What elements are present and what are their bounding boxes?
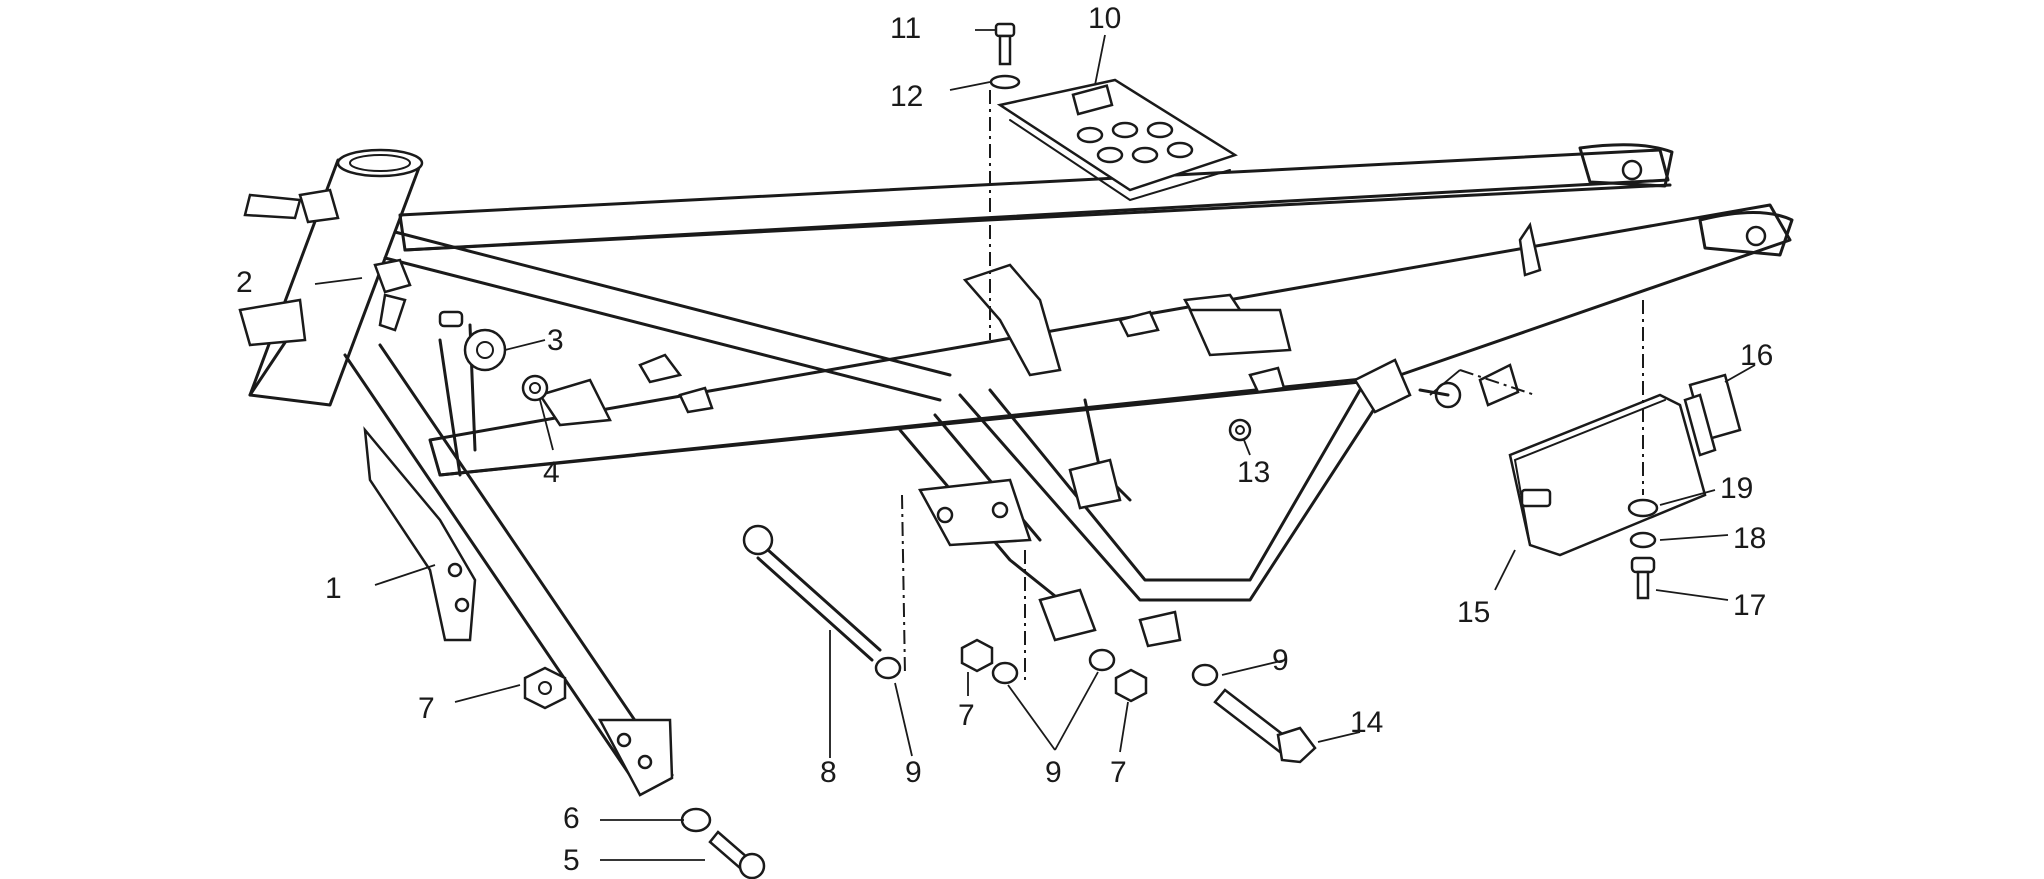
washer-9-b: [991, 661, 1019, 685]
callout-16: 16: [1740, 339, 1773, 372]
washer-9-c: [1088, 648, 1116, 672]
main-frame: [238, 143, 1794, 797]
callout-labels: 1 2 3 4 5 6 7 7 7 8 9 9 9 10 11 12 13 14…: [236, 2, 1773, 877]
nut-13: [1228, 418, 1252, 442]
callout-15: 15: [1457, 596, 1490, 629]
screw-11: [994, 22, 1016, 66]
tool-box-15: [1508, 393, 1707, 557]
callout-19: 19: [1720, 472, 1753, 505]
callout-7-center-right: 7: [1110, 756, 1127, 789]
callout-6: 6: [563, 802, 580, 835]
leader-lines: [314, 29, 1756, 861]
callout-5: 5: [563, 844, 580, 877]
callout-14: 14: [1350, 706, 1383, 739]
assembly-axes: [901, 90, 1644, 685]
callout-18: 18: [1733, 522, 1766, 555]
washer-19: [1627, 498, 1659, 518]
washer-9-a: [874, 656, 902, 680]
callout-9-left: 9: [905, 756, 922, 789]
washer-18: [1629, 531, 1657, 549]
callout-10: 10: [1088, 2, 1121, 35]
callout-7-center-left: 7: [958, 699, 975, 732]
callout-2: 2: [236, 266, 253, 299]
callout-9-center: 9: [1045, 756, 1062, 789]
callout-4: 4: [543, 456, 560, 489]
callout-3: 3: [547, 324, 564, 357]
end-cap-16: [1683, 373, 1742, 457]
callout-7-left: 7: [418, 692, 435, 725]
nut-7-left: [523, 666, 567, 710]
callout-12: 12: [890, 80, 923, 113]
callout-1: 1: [325, 572, 342, 605]
clip-2: [373, 258, 412, 332]
nut-7-center-right: [1114, 668, 1148, 703]
screw-17: [1630, 556, 1656, 600]
long-bolt-8: [742, 524, 882, 662]
callout-11: 11: [890, 12, 921, 45]
nut-7-center-left: [960, 638, 994, 673]
bush-3: [438, 310, 507, 372]
washer-12: [989, 74, 1021, 90]
callout-17: 17: [1733, 589, 1766, 622]
callout-8: 8: [820, 756, 837, 789]
callout-9-right: 9: [1272, 644, 1289, 677]
washer-9-d: [1191, 663, 1219, 687]
bolt-4: [521, 374, 549, 402]
battery-tray-plate: [996, 78, 1238, 202]
washer-6: [680, 807, 712, 833]
callout-13: 13: [1237, 456, 1270, 489]
bolt-5: [708, 830, 766, 879]
bolt-14: [1213, 688, 1317, 764]
